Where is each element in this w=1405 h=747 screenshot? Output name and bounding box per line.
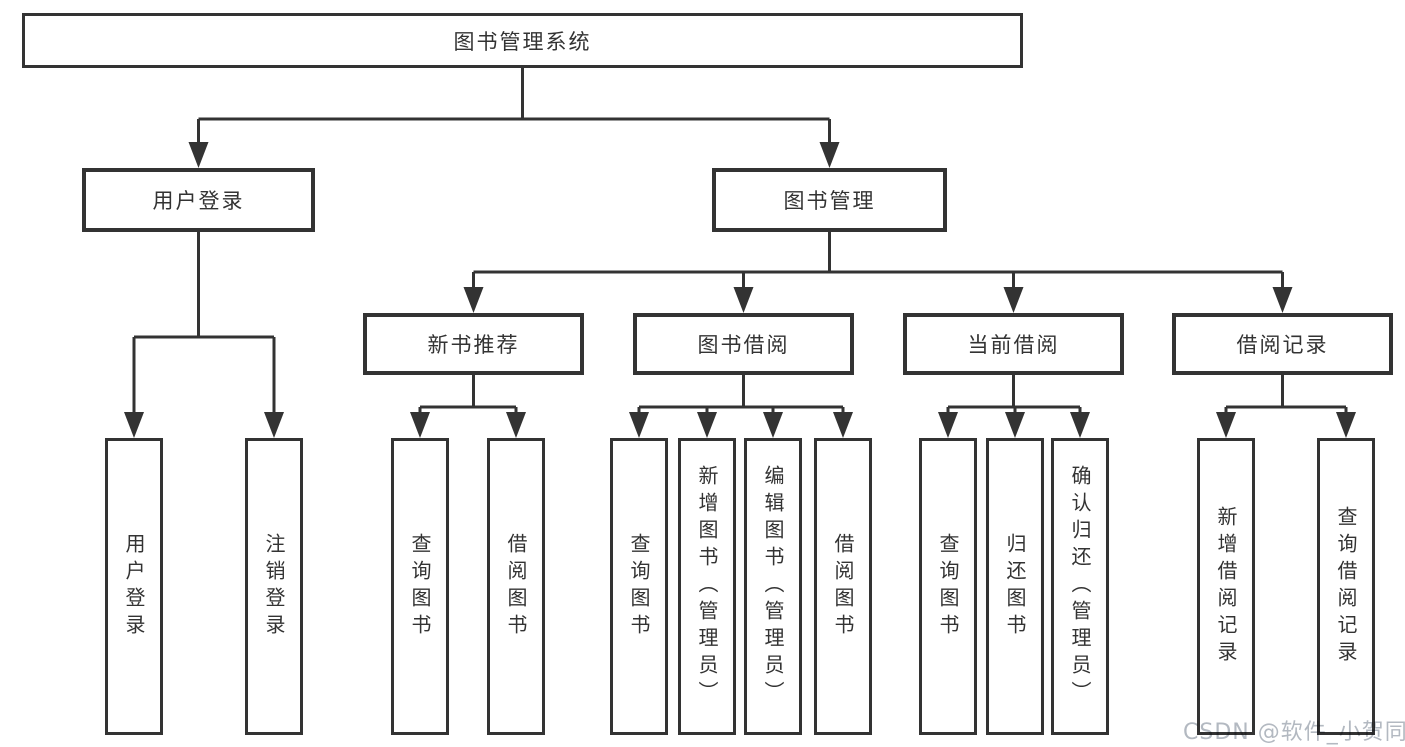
- connector-path: [132, 68, 1348, 420]
- arrowhead-icon: [1005, 412, 1025, 438]
- leaf-borrow-records-1: 查询借阅记录: [1317, 438, 1375, 735]
- leaf-current-borrow-2: 确认归还（管理员）: [1051, 438, 1109, 735]
- arrowhead-icon: [833, 412, 853, 438]
- arrowhead-icon: [938, 412, 958, 438]
- arrowhead-icon: [1070, 412, 1090, 438]
- arrowhead-icon: [506, 412, 526, 438]
- leaf-current-borrow-2-label: 确认归还（管理员）: [1068, 465, 1092, 708]
- leaf-current-borrow-1: 归还图书: [986, 438, 1044, 735]
- leaf-book-borrow-0-label: 查询图书: [627, 532, 651, 641]
- leaf-user-login-1-label: 注销登录: [262, 532, 286, 641]
- node-borrow-records: 借阅记录: [1172, 313, 1393, 375]
- node-current-borrow: 当前借阅: [903, 313, 1124, 375]
- leaf-current-borrow-0: 查询图书: [919, 438, 977, 735]
- arrowhead-icon: [1003, 287, 1024, 313]
- arrowhead-icon: [124, 412, 144, 438]
- arrowhead-icon: [819, 142, 840, 168]
- arrowhead-icon: [264, 412, 284, 438]
- leaf-book-borrow-0: 查询图书: [610, 438, 668, 735]
- arrowhead-icon: [763, 412, 783, 438]
- node-root: 图书管理系统: [22, 13, 1023, 68]
- leaf-current-borrow-0-label: 查询图书: [936, 532, 960, 641]
- node-book-borrow: 图书借阅: [633, 313, 854, 375]
- leaf-book-borrow-3-label: 借阅图书: [831, 532, 855, 641]
- leaf-new-book-recommend-0: 查询图书: [391, 438, 449, 735]
- arrowhead-icon: [697, 412, 717, 438]
- leaf-borrow-records-0-label: 新增借阅记录: [1214, 505, 1238, 668]
- leaf-user-login-1: 注销登录: [245, 438, 303, 735]
- leaf-borrow-records-0: 新增借阅记录: [1197, 438, 1255, 735]
- leaf-new-book-recommend-1: 借阅图书: [487, 438, 545, 735]
- arrowhead-icon: [188, 142, 209, 168]
- arrowhead-icon: [733, 287, 754, 313]
- leaf-new-book-recommend-1-label: 借阅图书: [504, 532, 528, 641]
- leaf-new-book-recommend-0-label: 查询图书: [408, 532, 432, 641]
- leaf-book-borrow-2: 编辑图书（管理员）: [744, 438, 802, 735]
- leaf-borrow-records-1-label: 查询借阅记录: [1334, 505, 1358, 668]
- arrowhead-icon: [1272, 287, 1293, 313]
- watermark: CSDN @软件_小贺同学: [1183, 720, 1405, 745]
- node-new-book-recommend: 新书推荐: [363, 313, 584, 375]
- leaf-book-borrow-1: 新增图书（管理员）: [678, 438, 736, 735]
- arrowhead-icon: [1216, 412, 1236, 438]
- node-user-login: 用户登录: [82, 168, 315, 232]
- leaf-book-borrow-2-label: 编辑图书（管理员）: [761, 465, 785, 708]
- node-book-management: 图书管理: [712, 168, 947, 232]
- leaf-current-borrow-1-label: 归还图书: [1003, 532, 1027, 641]
- leaf-book-borrow-3: 借阅图书: [814, 438, 872, 735]
- arrowhead-icon: [463, 287, 484, 313]
- arrowhead-icon: [1336, 412, 1356, 438]
- arrowhead-icon: [410, 412, 430, 438]
- leaf-book-borrow-1-label: 新增图书（管理员）: [695, 465, 719, 708]
- leaf-user-login-0-label: 用户登录: [122, 532, 146, 641]
- leaf-user-login-0: 用户登录: [105, 438, 163, 735]
- arrowhead-icon: [629, 412, 649, 438]
